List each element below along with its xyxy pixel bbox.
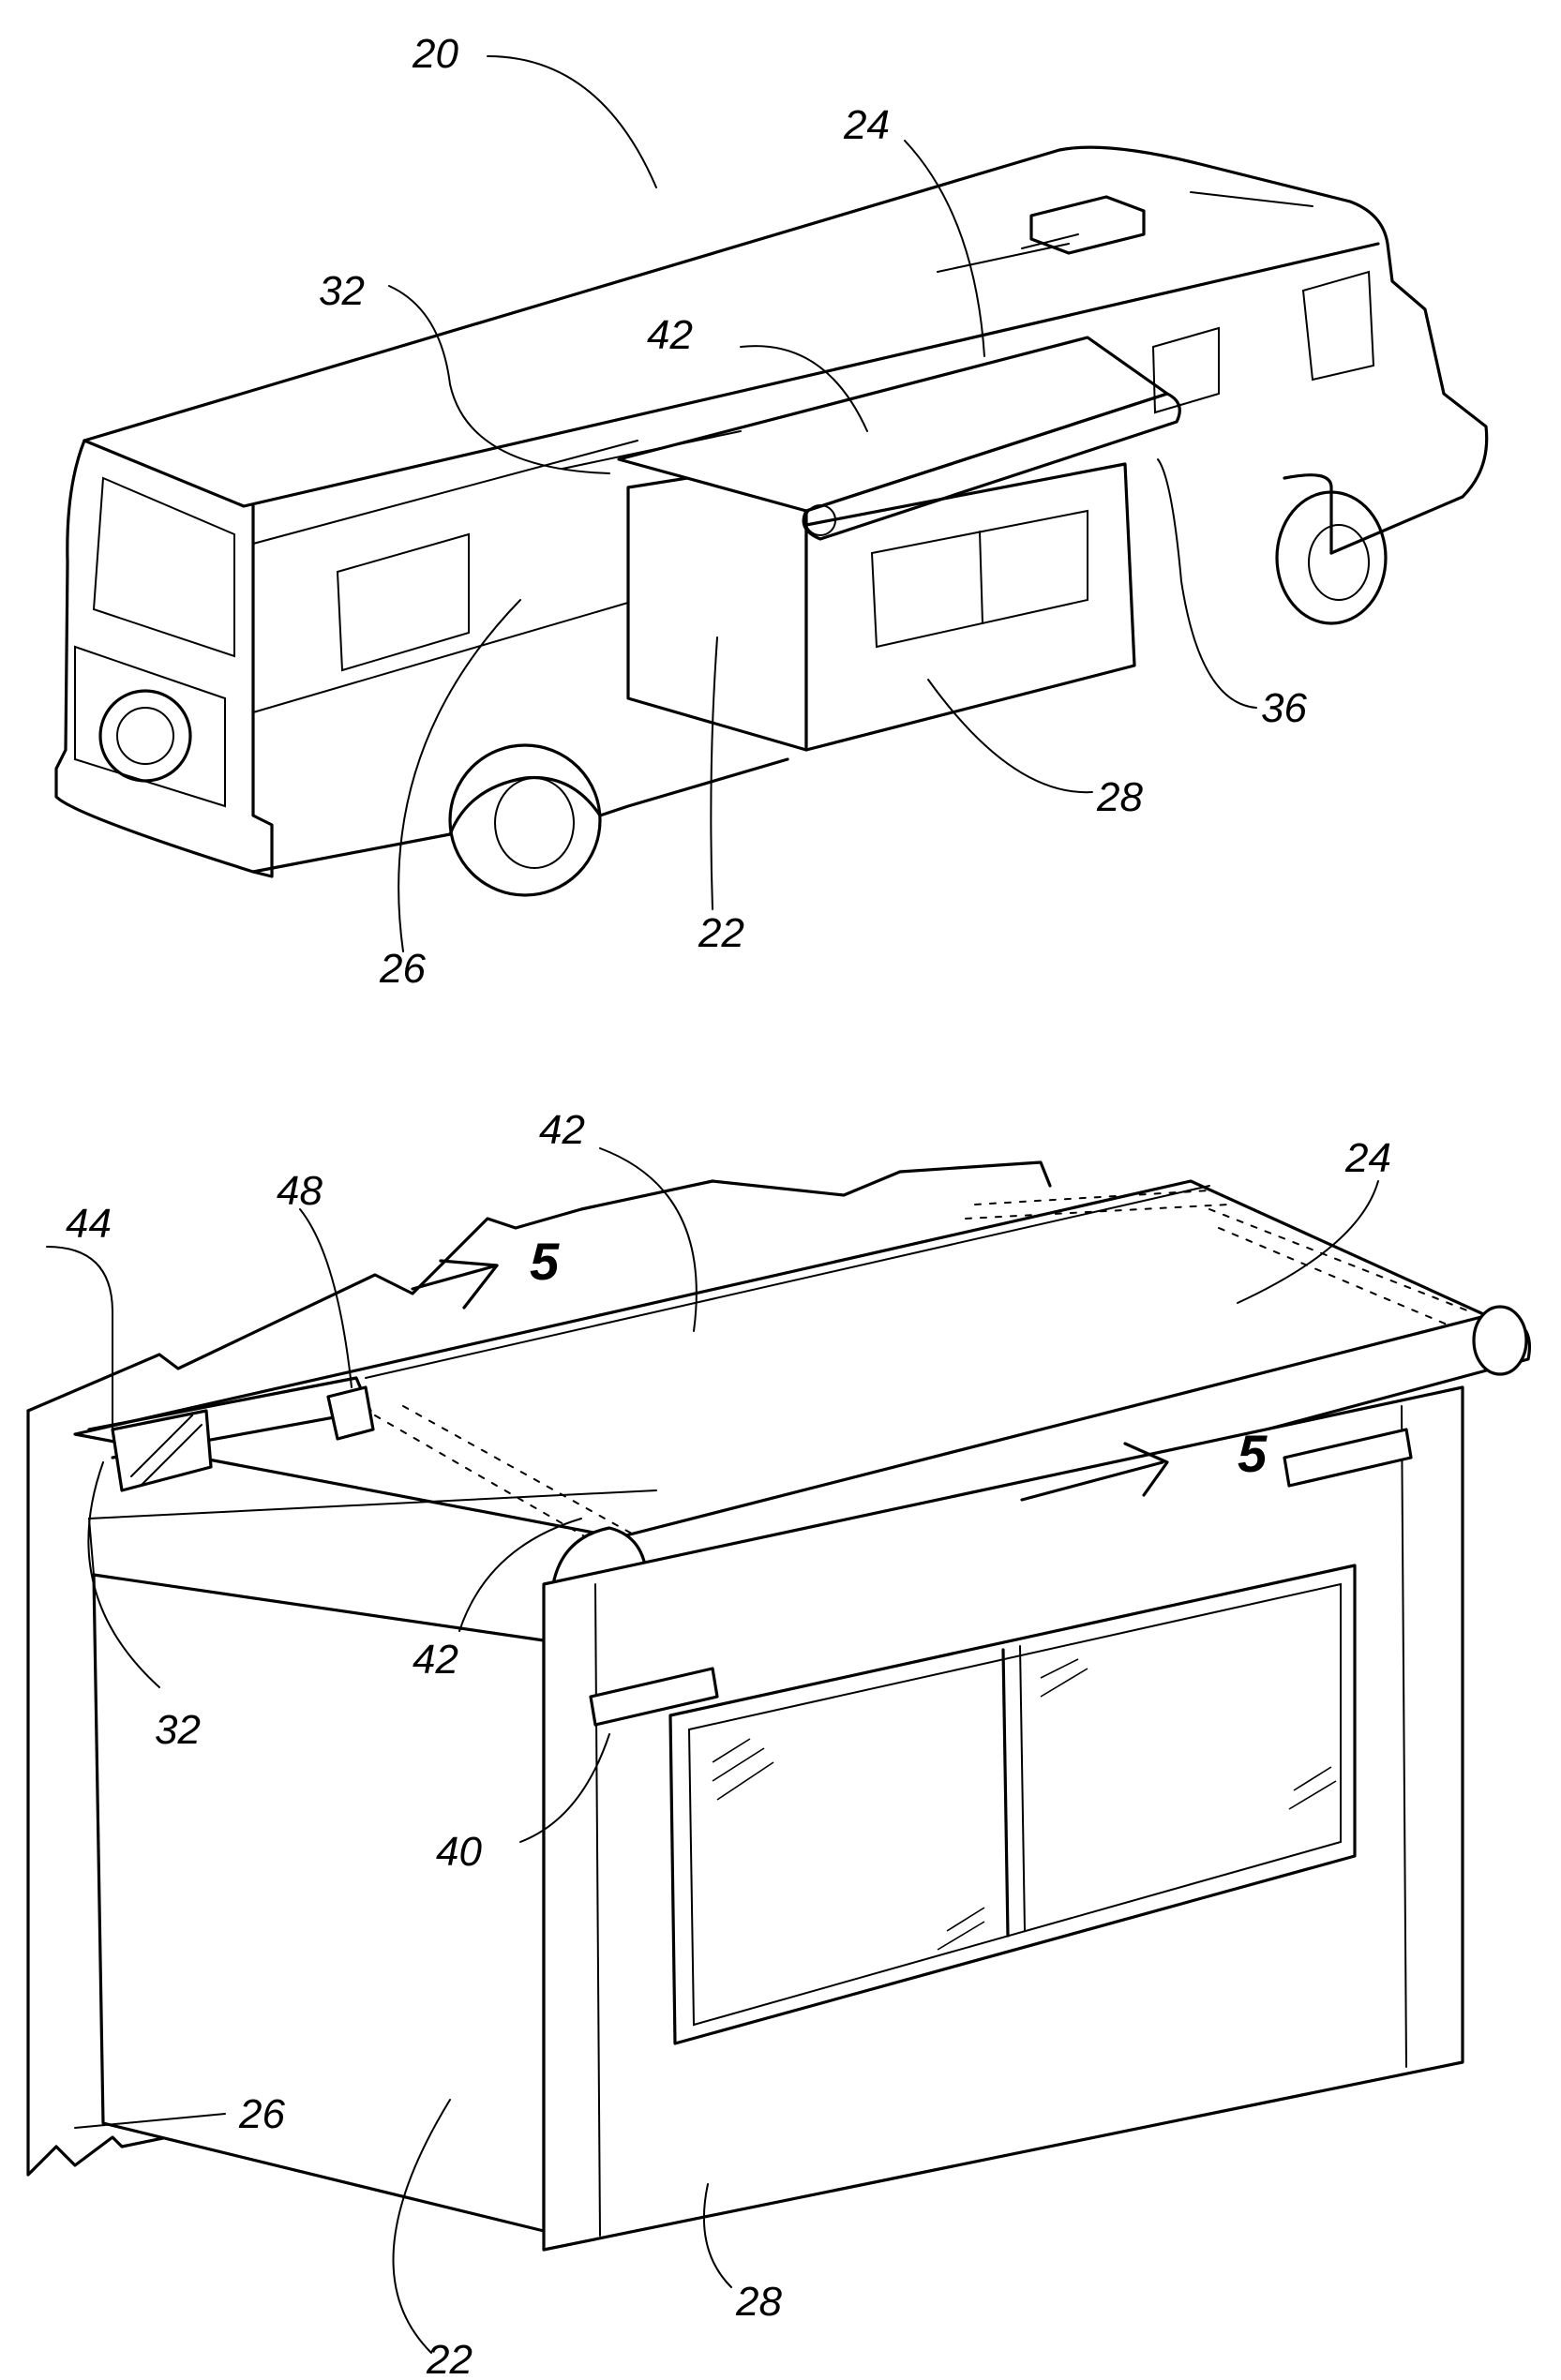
cab-side-window xyxy=(1153,328,1219,412)
roof-line-2 xyxy=(938,244,1069,272)
section-mark-2: 5 xyxy=(1238,1424,1268,1483)
label-hinge: 48 xyxy=(277,1168,323,1214)
rv-side-stripe xyxy=(253,600,638,712)
cab-window xyxy=(1303,272,1373,380)
label-slideout-bottom: 22 xyxy=(426,2337,473,2380)
roof-line-3 xyxy=(1191,192,1313,206)
label-awning-bottom: 24 xyxy=(1344,1135,1391,1181)
label-rv: 20 xyxy=(412,31,458,77)
label-fabric-lower: 42 xyxy=(413,1637,458,1683)
label-rail: 44 xyxy=(66,1201,112,1247)
leader-20 xyxy=(488,56,656,187)
label-sidewall-bottom: 26 xyxy=(238,2091,285,2137)
spare-tire-hub xyxy=(117,708,173,764)
leader-32-top xyxy=(389,286,609,473)
slideout-front xyxy=(806,464,1134,750)
label-awning-top: 24 xyxy=(843,102,890,148)
hinge-block xyxy=(328,1387,373,1439)
rear-hub xyxy=(495,778,574,868)
rv-rear-window xyxy=(94,478,234,656)
front-hub xyxy=(1309,525,1369,600)
slideout-detail-figure xyxy=(28,1162,1529,2250)
section-line-1 xyxy=(413,1265,497,1289)
leader-44 xyxy=(47,1247,113,1429)
label-bracket-top: 32 xyxy=(319,268,365,314)
section-mark-1: 5 xyxy=(530,1232,560,1291)
label-roller: 36 xyxy=(1261,685,1307,731)
leader-24 xyxy=(905,141,984,356)
label-fabric-upper: 42 xyxy=(539,1107,585,1153)
label-wall-top: 28 xyxy=(1096,774,1143,820)
leader-36 xyxy=(1158,459,1256,708)
roof-ac-unit xyxy=(1031,197,1144,253)
slideout-side xyxy=(94,1575,544,2231)
label-bracket-bottom: 32 xyxy=(155,1707,201,1753)
motorhome-figure xyxy=(56,147,1487,895)
rv-side-lower xyxy=(253,759,788,872)
rear-wheel xyxy=(450,745,600,895)
label-slideout-top: 22 xyxy=(698,910,744,956)
rv-side-window xyxy=(338,534,469,670)
label-wall-bottom: 28 xyxy=(735,2279,782,2325)
rv-rear-panel xyxy=(75,647,225,806)
label-fabric-top: 42 xyxy=(647,312,693,358)
label-sidewall-top: 26 xyxy=(379,946,426,992)
roller-end xyxy=(1474,1307,1526,1374)
spare-tire xyxy=(100,691,190,781)
label-clip: 40 xyxy=(436,1829,482,1875)
